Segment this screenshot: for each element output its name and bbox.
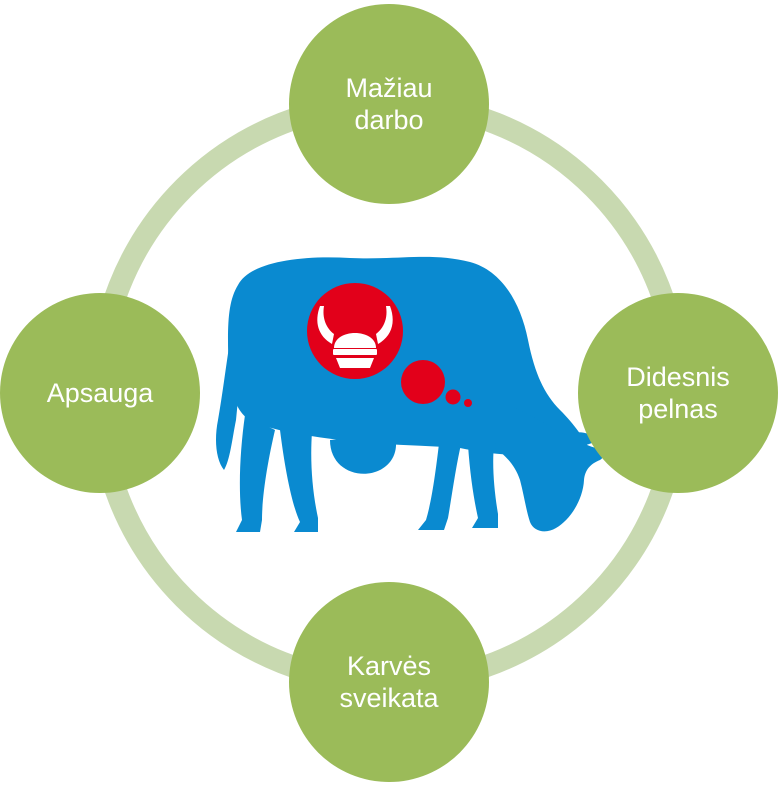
node-left-label-line: Apsauga bbox=[47, 378, 155, 408]
thought-bubble-small bbox=[464, 399, 472, 407]
node-bottom-label-line: sveikata bbox=[339, 683, 439, 713]
node-left: Apsauga bbox=[0, 293, 200, 493]
node-right-label-line: pelnas bbox=[638, 394, 718, 424]
node-top-circle bbox=[289, 4, 489, 204]
node-left-circle bbox=[0, 293, 200, 493]
horned-helmet-icon bbox=[307, 283, 403, 379]
node-bottom-circle bbox=[289, 582, 489, 782]
node-right-label-line: Didesnis bbox=[626, 362, 730, 392]
node-right-circle bbox=[578, 293, 778, 493]
node-top-label-line: Mažiau bbox=[345, 73, 432, 103]
node-bottom-label-line: Karvės bbox=[347, 651, 431, 681]
thought-bubble-medium bbox=[445, 389, 461, 405]
thought-bubble-large bbox=[401, 360, 445, 404]
node-top-label-line: darbo bbox=[354, 105, 423, 135]
